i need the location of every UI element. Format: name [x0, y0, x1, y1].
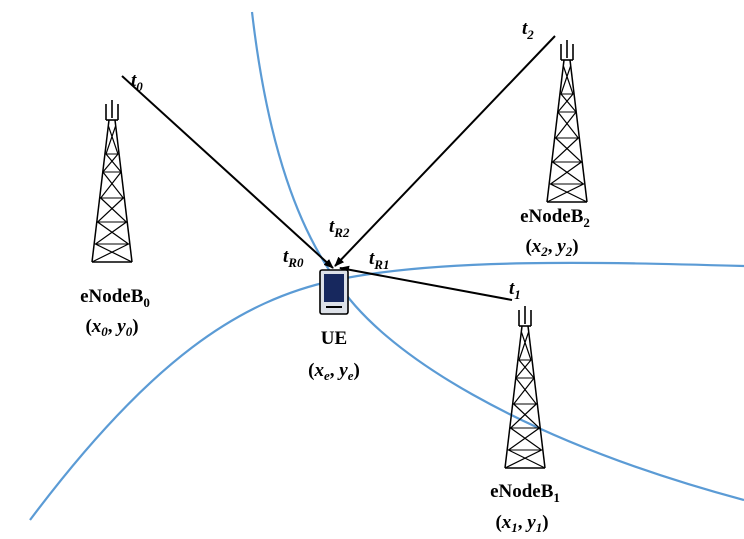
- signal-arrow-0: [121, 75, 334, 269]
- phone-icon: [319, 269, 349, 315]
- enodeb1-coords: (x1, y1): [495, 512, 548, 535]
- enodeb2-coords: (x2, y2): [525, 236, 578, 259]
- ue-name: UE: [321, 328, 347, 349]
- ue-coords: (xe, ye): [308, 360, 360, 383]
- tower-icon-enodeb2: [546, 39, 588, 203]
- signal-arrow-2: [334, 35, 556, 267]
- enodeb0-name: eNodeB0: [80, 286, 150, 310]
- rx-time-label-1: tR1: [369, 248, 389, 272]
- enodeb2-name: eNodeB2: [520, 206, 590, 230]
- hyperbola-curve-top: [335, 261, 744, 282]
- tower-icon-enodeb1: [504, 305, 546, 469]
- hyperbola-curve-right: [335, 279, 744, 502]
- hyperbola-curve-left: [250, 11, 337, 281]
- rx-time-label-2: tR2: [329, 216, 350, 240]
- hyperbola-curve-bottom: [29, 278, 337, 521]
- tx-time-label-0: t0: [131, 70, 143, 94]
- tx-time-label-1: t1: [509, 278, 521, 302]
- tx-time-label-2: t2: [522, 18, 534, 42]
- enodeb1-name: eNodeB1: [490, 481, 560, 505]
- rx-time-label-0: tR0: [283, 246, 304, 270]
- tower-icon-enodeb0: [91, 99, 133, 263]
- enodeb0-coords: (x0, y0): [85, 316, 138, 339]
- signal-arrow-1: [339, 265, 513, 301]
